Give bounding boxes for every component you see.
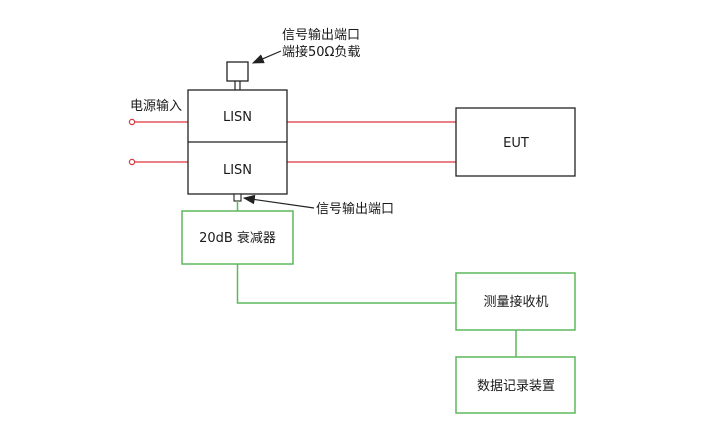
bottom-port-arrow — [242, 194, 315, 209]
top-port-arrow — [251, 50, 282, 64]
top-port-label-line1: 信号输出端口 — [282, 27, 360, 43]
signal-output-port — [233, 193, 242, 202]
lisn-block: LISN LISN — [187, 89, 288, 195]
load-50ohm-box — [226, 61, 249, 82]
recorder-frame — [455, 356, 576, 414]
power-lines — [128, 118, 456, 166]
attenuator-label: 20dB 衰减器 — [199, 230, 276, 246]
recorder-label: 数据记录装置 — [477, 379, 555, 394]
bottom-port-label: 信号输出端口 — [316, 201, 394, 217]
input-terminal-top — [128, 118, 136, 126]
top-port-label-line2: 端接50Ω负载 — [282, 44, 360, 60]
attenuator-frame — [181, 210, 294, 265]
eut-block: EUT — [455, 107, 576, 177]
lisn-top-label: LISN — [223, 110, 252, 125]
eut-label: EUT — [503, 136, 529, 151]
eut-frame — [455, 107, 576, 177]
attenuator-to-receiver-line — [236, 264, 456, 304]
receiver-label: 测量接收机 — [483, 294, 548, 310]
receiver-block: 测量接收机 — [455, 272, 576, 331]
input-terminal-bottom — [128, 158, 136, 166]
receiver-frame — [455, 272, 576, 331]
power-input-label: 电源输入 — [130, 98, 182, 114]
lisn-bottom-label: LISN — [223, 163, 252, 178]
signal-path — [236, 201, 517, 357]
recorder-block: 数据记录装置 — [455, 356, 576, 414]
attenuator-block: 20dB 衰减器 — [181, 210, 294, 265]
